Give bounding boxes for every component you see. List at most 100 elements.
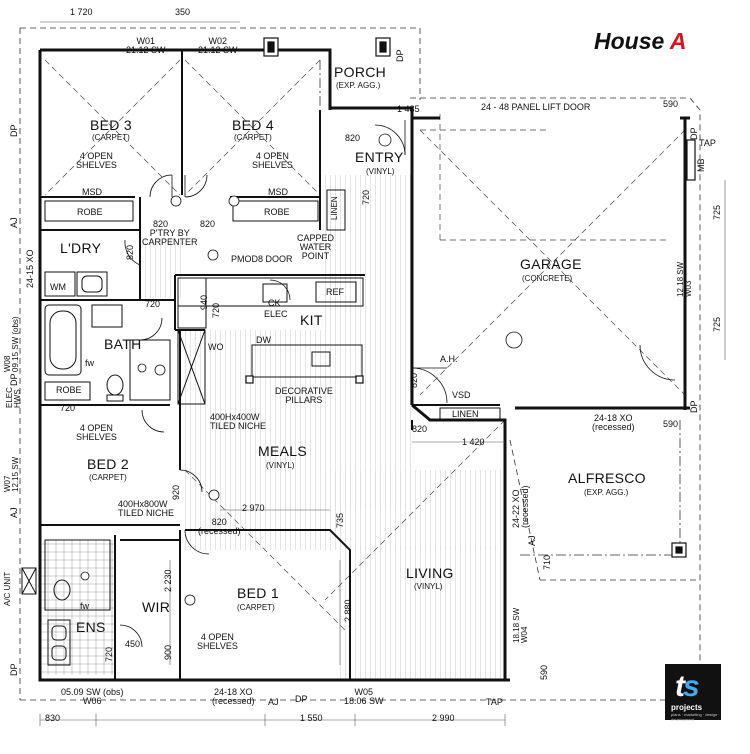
room-kit-name: KIT (300, 312, 323, 328)
bath-fixtures (44, 304, 171, 402)
dim-bottom-1550: 1 550 (300, 713, 323, 723)
label-ac-unit: A/C UNIT (3, 571, 12, 606)
room-alfresco-finish: (EXP. AGG.) (584, 488, 629, 497)
dim-2970: 2 970 (242, 503, 265, 513)
marker-aj-1: AJ (9, 217, 19, 228)
logo-name: projects (671, 703, 703, 712)
logo-mark-t: t (675, 670, 685, 703)
logo-tagline: plans · marketing · design · development (671, 712, 720, 722)
dim-710: 710 (542, 554, 552, 570)
dim-1485: 1 485 (397, 104, 420, 114)
robes (44, 189, 501, 421)
dim-820-bed4: 820 (200, 219, 216, 229)
label-wm: WM (50, 282, 66, 292)
dim-820-entry: 820 (345, 133, 361, 143)
kitchen-benches (177, 277, 364, 405)
marker-dp-1: DP (9, 124, 19, 137)
dim-720-kit: 720 (145, 299, 161, 309)
light-fittings (80, 133, 523, 581)
dim-900: 900 (163, 644, 173, 660)
label-capped-water-point: CAPPED WATER POINT (297, 233, 335, 261)
label-niche-400: 400Hx400W TILED NICHE (210, 412, 267, 431)
window-ldry-xo: 24-15 XO (25, 249, 35, 288)
marker-aj-4: AJ (268, 697, 279, 707)
marker-dp-4: DP (689, 400, 699, 413)
label-tap-top: TAP (699, 138, 716, 148)
dim-590-top: 590 (663, 99, 679, 109)
window-alfresco-xo: 24-22 XO (recessed) (511, 485, 530, 528)
label-shelves-bed4: 4 OPEN SHELVES (252, 151, 293, 170)
label-shelves-bed3: 4 OPEN SHELVES (76, 151, 117, 170)
room-bed1-name: BED 1 (237, 585, 279, 601)
room-bed1-finish: (CARPET) (237, 603, 275, 612)
label-ck: CK (268, 298, 281, 308)
room-alfresco-name: ALFRESCO (568, 470, 646, 486)
window-w04: 18.18 SW W04 (512, 607, 529, 643)
decorative-pillars (245, 375, 364, 384)
dim-720-entry: 720 (361, 189, 371, 205)
label-pantry: P'TRY BY CARPENTER (142, 228, 198, 247)
plan-title: House A (594, 28, 687, 54)
room-ldry-name: L'DRY (60, 240, 102, 256)
site-dashed-boundary (19, 27, 701, 701)
eave-lines (319, 60, 681, 556)
window-w08: W08 09.15 SW (obs) (3, 316, 20, 372)
window-w05: W05 18.06 SW (344, 687, 384, 706)
dim-720-pantry: 720 (211, 302, 221, 318)
window-w03: 12.18 SW W03 (676, 261, 693, 297)
label-recessed-820: 820 (recessed) (198, 517, 241, 536)
label-shelves-wir: 4 OPEN SHELVES (197, 632, 238, 651)
room-meals-finish: (VINYL) (266, 461, 295, 470)
room-ens-name: ENS (76, 619, 106, 635)
label-elec-hws: ELEC HWS (5, 387, 22, 408)
dim-450: 450 (125, 639, 141, 649)
window-w02: W02 21.12 SW (198, 36, 238, 55)
label-tap-bottom: TAP (486, 697, 503, 707)
room-bed3-name: BED 3 (90, 117, 132, 133)
room-living-finish: (VINYL) (414, 582, 443, 591)
room-garage-name: GARAGE (520, 256, 582, 272)
window-garage-xo: 24-18 XO (recessed) (592, 413, 635, 432)
porch-posts (263, 37, 696, 558)
label-pmod8-door: PMOD8 DOOR (231, 254, 293, 264)
label-linen-entry: LINEN (330, 196, 339, 220)
dim-820-ldry: 820 (125, 244, 135, 260)
room-meals-name: MEALS (258, 443, 307, 459)
label-msd-bed4: MSD (268, 187, 288, 197)
marker-aj-3: AJ (527, 535, 537, 546)
room-entry-finish: (VINYL) (366, 167, 395, 176)
room-wir-name: WIR (142, 599, 171, 615)
label-robe-bed2: ROBE (56, 385, 82, 395)
label-decorative-pillars: DECORATIVE PILLARS (275, 386, 333, 405)
marker-dp-6: DP (9, 663, 19, 676)
label-dw: DW (256, 335, 271, 345)
room-entry-name: ENTRY (355, 149, 404, 165)
dim-1420: 1 420 (462, 437, 485, 447)
window-w07: W07 12.15 SW (3, 456, 20, 492)
dimension-lines (39, 21, 726, 726)
vinyl-floor-hatch (142, 175, 505, 680)
dim-820-linen: 820 (412, 424, 428, 434)
room-bed4-name: BED 4 (232, 117, 274, 133)
dim-top-350: 350 (175, 7, 191, 17)
door-swings (119, 120, 676, 648)
label-elec: ELEC (264, 309, 288, 319)
dim-720-robe: 720 (60, 403, 76, 413)
label-robe-bed4: ROBE (264, 207, 290, 217)
label-robe-bed3: ROBE (77, 207, 103, 217)
label-panel-lift-door: 24 - 48 PANEL LIFT DOOR (481, 102, 591, 112)
label-msd-bed3: MSD (82, 187, 102, 197)
marker-aj-2: AJ (9, 507, 19, 518)
dim-820-bed3: 820 (153, 219, 169, 229)
logo-mark: ts (675, 670, 700, 704)
dim-2880: 2 880 (343, 599, 353, 622)
window-w06: 05.09 SW (obs) W06 (61, 687, 124, 706)
dim-bottom-2990: 2 990 (432, 713, 455, 723)
dim-590-bottom: 590 (539, 664, 549, 680)
marker-dp-2: DP (395, 49, 405, 62)
label-linen-garage: LINEN (452, 409, 479, 419)
room-bed4-finish: (CARPET) (234, 133, 272, 142)
ensuite-tiles (42, 540, 114, 675)
